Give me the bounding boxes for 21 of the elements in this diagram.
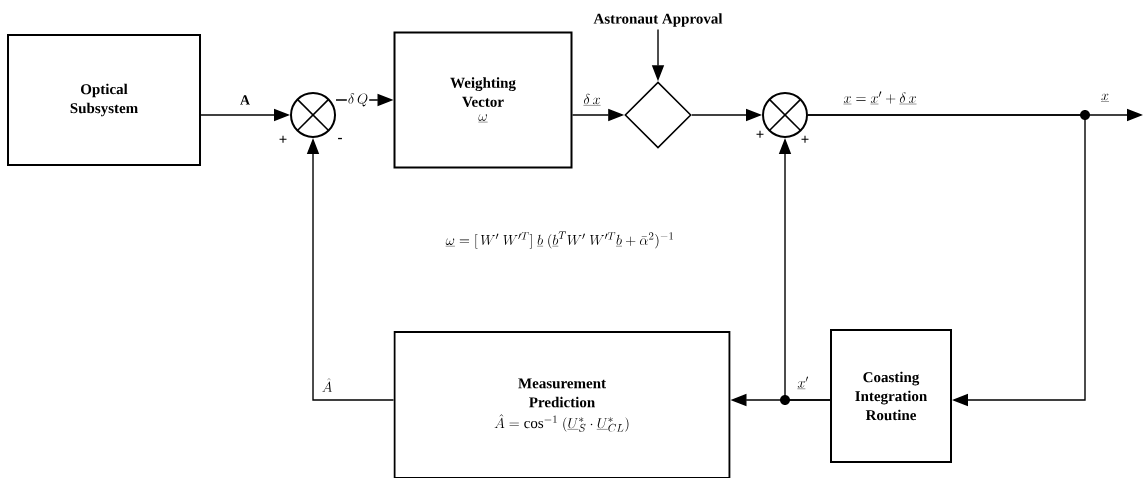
signal-label: $\delta\, Q$: [346, 92, 370, 108]
equation: $\underline{x} = \underline{x}' + \underline{\delta\, x}$: [843, 91, 917, 105]
sign-label: +: [279, 135, 287, 143]
summing-junction: [290, 92, 336, 138]
decision-diamond: [624, 81, 692, 149]
signal-label: $\underline{x}'$: [796, 375, 810, 391]
summing-junction: [762, 92, 808, 138]
input-label: Astronaut Approval: [593, 13, 723, 27]
block-box: Coasting Integration Routine: [830, 329, 952, 463]
equation: $\underline{\omega} = [\, W'\ W'^{T}]\ \underline{b}\ (\underline{b}^{T} W'\ W'^{T}\underline{b} + \bar{\alpha}^{2})^{-1}$: [445, 231, 673, 249]
signal-label: $\underline{\delta\, x}$: [582, 93, 602, 107]
signal-label: A: [238, 94, 252, 106]
arrow: [807, 114, 1086, 407]
signal-label: $\hat{A}$: [320, 377, 334, 393]
block-box: Optical Subsystem: [7, 34, 201, 166]
block-box: Weighting Vector $\underline{\omega}$: [393, 31, 573, 169]
signal-label: $\underline{x}$: [1100, 92, 1110, 104]
sign-label: +: [756, 130, 764, 138]
sign-label: -: [338, 137, 342, 140]
sign-label: +: [801, 135, 809, 143]
block-box: Measurement Prediction $\hat{A} = \cos^{-1}\ (\underline{U}_{S}^{*}\cdot\underline{U}_{CL}^{*})$: [393, 331, 731, 478]
